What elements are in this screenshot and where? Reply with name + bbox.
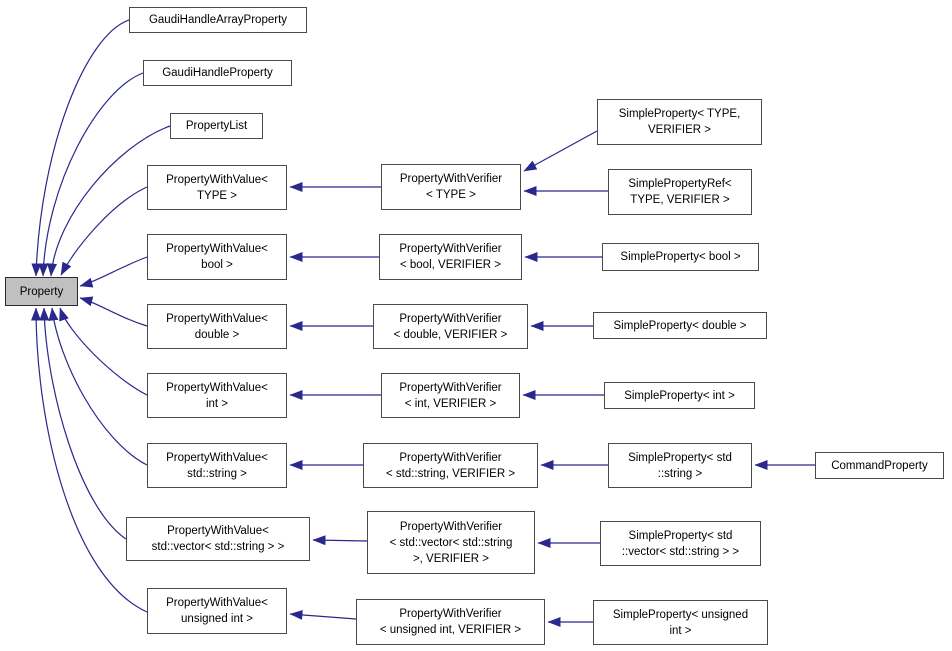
node-simple-property-vector-string[interactable]: SimpleProperty< std ::vector< std::strin… xyxy=(600,521,761,566)
node-property-with-value-type[interactable]: PropertyWithValue< TYPE > xyxy=(147,165,287,210)
node-property-with-value-bool[interactable]: PropertyWithValue< bool > xyxy=(147,234,287,280)
node-property: Property xyxy=(5,277,78,306)
edge-pwv-type-to-property xyxy=(60,186,148,276)
node-property-with-verifier-double[interactable]: PropertyWithVerifier < double, VERIFIER … xyxy=(373,304,528,349)
node-property-with-value-int[interactable]: PropertyWithValue< int > xyxy=(147,373,287,418)
edge-pwv-double-to-property xyxy=(79,296,148,327)
node-gaudi-handle-array-property[interactable]: GaudiHandleArrayProperty xyxy=(129,7,307,33)
edge-pwv-unsigned-int-to-property xyxy=(31,307,148,613)
node-property-with-verifier-vector-string[interactable]: PropertyWithVerifier < std::vector< std:… xyxy=(367,511,535,574)
node-property-with-verifier-string[interactable]: PropertyWithVerifier < std::string, VERI… xyxy=(363,443,538,488)
node-property-list[interactable]: PropertyList xyxy=(170,113,263,139)
node-simple-property-int[interactable]: SimpleProperty< int > xyxy=(604,382,755,409)
edge-pwv-bool-to-property xyxy=(79,256,148,288)
node-simple-property-unsigned-int[interactable]: SimpleProperty< unsigned int > xyxy=(593,600,768,645)
node-property-with-verifier-type[interactable]: PropertyWithVerifier < TYPE > xyxy=(381,164,521,210)
edge-pwver-unsigned-int-to-pwv-unsigned-int xyxy=(289,609,357,620)
node-property-with-verifier-unsigned-int[interactable]: PropertyWithVerifier < unsigned int, VER… xyxy=(356,599,545,645)
edge-pwv-int-to-property xyxy=(59,307,148,396)
node-simple-property-type-verifier[interactable]: SimpleProperty< TYPE, VERIFIER > xyxy=(597,99,762,145)
edge-sp-type-verifier-to-pwver-type xyxy=(523,130,598,172)
edge-pwv-vector-string-to-property xyxy=(39,307,127,540)
node-simple-property-ref-type-verifier[interactable]: SimplePropertyRef< TYPE, VERIFIER > xyxy=(608,169,752,215)
node-property-with-value-string[interactable]: PropertyWithValue< std::string > xyxy=(147,443,287,488)
node-property-with-value-double[interactable]: PropertyWithValue< double > xyxy=(147,304,287,349)
node-property-with-value-unsigned-int[interactable]: PropertyWithValue< unsigned int > xyxy=(147,588,287,634)
edge-property-list-to-property xyxy=(47,125,171,277)
node-gaudi-handle-property[interactable]: GaudiHandleProperty xyxy=(143,60,292,86)
edge-gaudi-handle-property-to-property xyxy=(38,72,144,277)
node-property-with-value-vector-string[interactable]: PropertyWithValue< std::vector< std::str… xyxy=(126,517,310,561)
node-property-with-verifier-bool[interactable]: PropertyWithVerifier < bool, VERIFIER > xyxy=(379,234,522,280)
node-simple-property-double[interactable]: SimpleProperty< double > xyxy=(593,312,767,339)
edge-gaudi-handle-array-property-to-property xyxy=(31,19,130,277)
node-command-property[interactable]: CommandProperty xyxy=(815,452,944,479)
edge-pwv-string-to-property xyxy=(48,307,148,466)
node-simple-property-string[interactable]: SimpleProperty< std ::string > xyxy=(608,443,752,488)
node-simple-property-bool[interactable]: SimpleProperty< bool > xyxy=(602,243,759,271)
edge-pwver-vector-string-to-pwv-vector-string xyxy=(312,535,368,546)
node-property-with-verifier-int[interactable]: PropertyWithVerifier < int, VERIFIER > xyxy=(381,373,520,418)
